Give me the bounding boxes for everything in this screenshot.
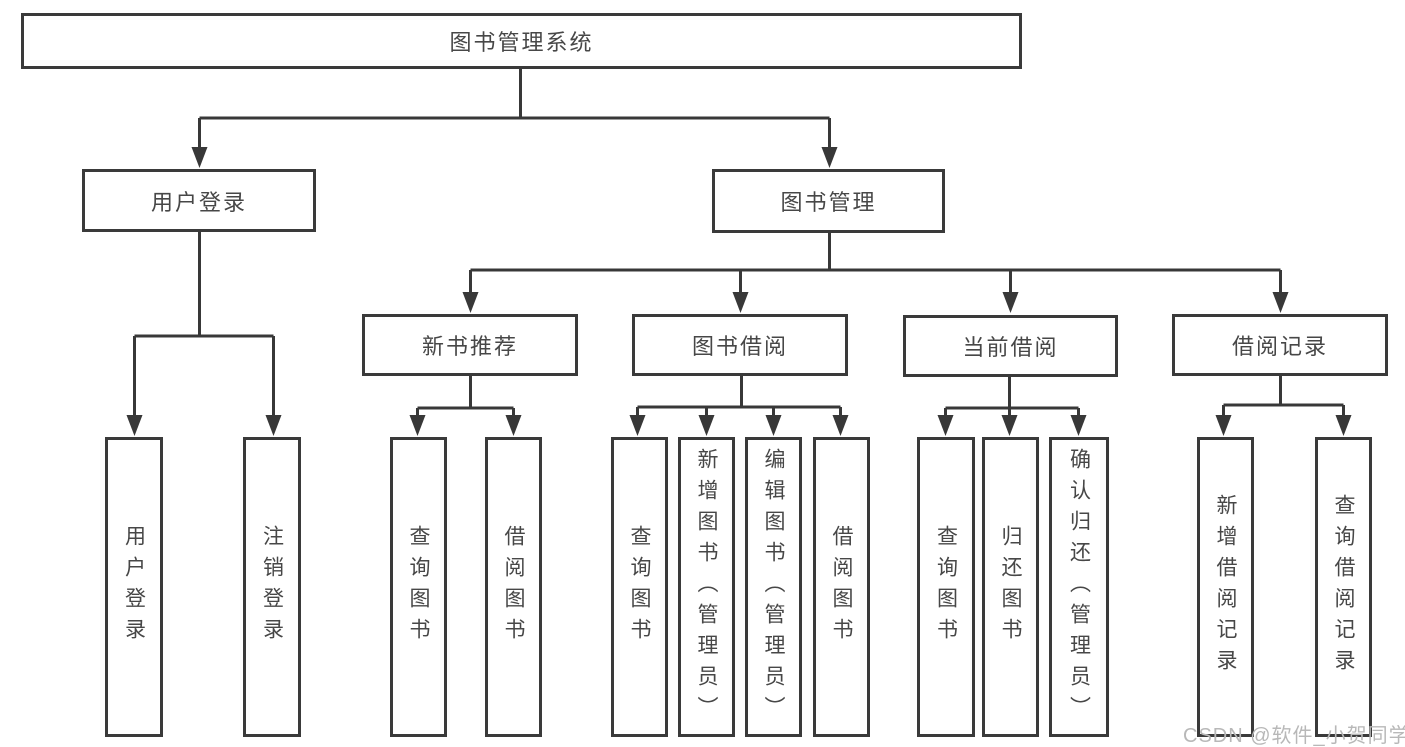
node-label: 查询图书 — [407, 525, 430, 649]
node-leaf-add-books-admin: 新增图书（管理员） — [678, 437, 735, 737]
node-label: 图书管理系统 — [449, 30, 594, 55]
node-label: 新书推荐 — [421, 334, 518, 359]
node-leaf-query-books-3: 查询图书 — [917, 437, 975, 737]
node-label: 注销登录 — [260, 525, 284, 649]
connector-current-borrow-children — [944, 377, 1080, 417]
node-label: 确认归还（管理员） — [1067, 447, 1091, 727]
node-leaf-query-books-1: 查询图书 — [390, 437, 447, 737]
node-label: 新增图书（管理员） — [695, 447, 718, 727]
node-label: 借阅记录 — [1231, 334, 1328, 359]
node-book-management: 图书管理 — [712, 169, 945, 233]
connector-root-to-level2 — [198, 69, 831, 151]
node-leaf-user-login: 用户登录 — [105, 437, 163, 737]
node-label: 新增借阅记录 — [1214, 494, 1237, 680]
node-label: 图书管理 — [780, 190, 877, 215]
node-label: 查询图书 — [628, 525, 651, 649]
node-leaf-query-borrow-record: 查询借阅记录 — [1315, 437, 1372, 737]
node-leaf-logout: 注销登录 — [243, 437, 301, 737]
node-label: 借阅图书 — [830, 525, 853, 649]
node-label: 编辑图书（管理员） — [762, 447, 785, 727]
node-leaf-borrow-books-2: 借阅图书 — [813, 437, 870, 737]
node-user-login: 用户登录 — [82, 169, 316, 232]
csdn-watermark: CSDN @软件_小贺同学 — [1183, 725, 1405, 747]
node-label: 查询借阅记录 — [1332, 494, 1355, 680]
connector-book-borrow-children — [636, 376, 842, 417]
node-borrow-records: 借阅记录 — [1172, 314, 1388, 376]
connector-new-book-rec-children — [416, 376, 515, 417]
node-label: 用户登录 — [150, 189, 247, 215]
node-label: 图书借阅 — [691, 334, 788, 359]
node-leaf-return-books: 归还图书 — [982, 437, 1039, 737]
node-leaf-confirm-return-admin: 确认归还（管理员） — [1049, 437, 1109, 737]
node-new-book-recommend: 新书推荐 — [362, 314, 578, 376]
node-book-borrowing: 图书借阅 — [632, 314, 848, 376]
node-label: 当前借阅 — [962, 335, 1059, 360]
connector-borrow-records-children — [1222, 376, 1345, 417]
node-leaf-edit-books-admin: 编辑图书（管理员） — [745, 437, 802, 737]
node-label: 查询图书 — [934, 525, 958, 649]
node-label: 归还图书 — [999, 525, 1022, 649]
connector-user-login-children — [133, 232, 275, 417]
node-current-borrowing: 当前借阅 — [903, 315, 1118, 377]
node-label: 用户登录 — [122, 525, 146, 649]
node-root-system: 图书管理系统 — [21, 13, 1022, 69]
node-label: 借阅图书 — [502, 525, 525, 649]
connector-book-mgmt-children — [469, 233, 1282, 294]
node-leaf-borrow-books-1: 借阅图书 — [485, 437, 542, 737]
node-leaf-add-borrow-record: 新增借阅记录 — [1197, 437, 1254, 737]
node-leaf-query-books-2: 查询图书 — [611, 437, 668, 737]
